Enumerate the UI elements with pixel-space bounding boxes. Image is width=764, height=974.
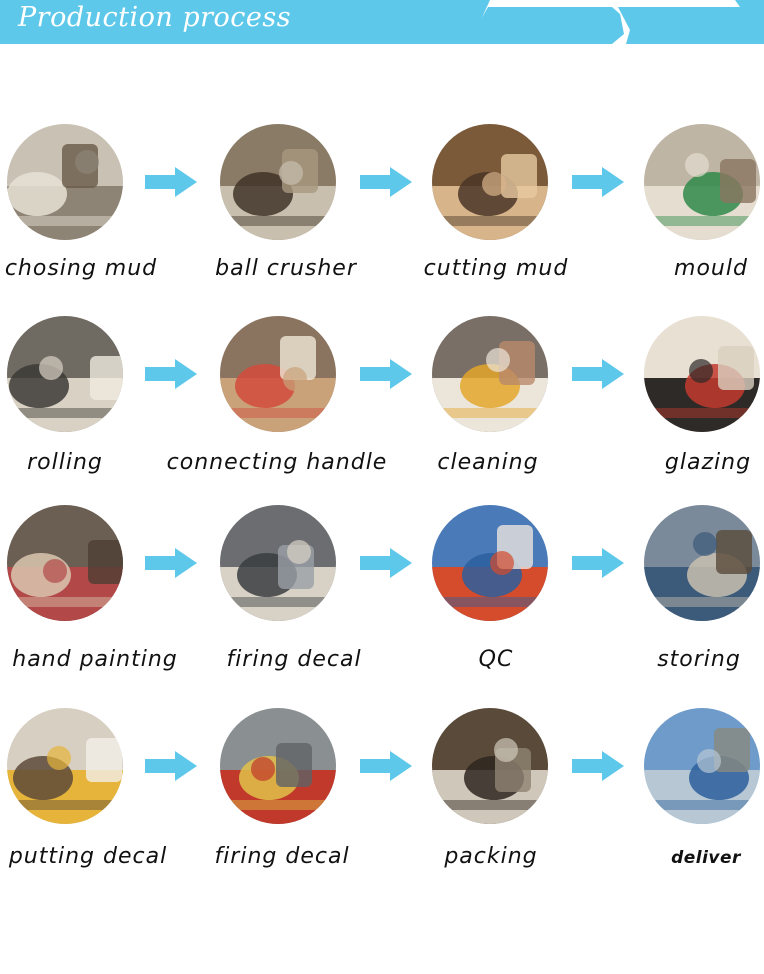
warehouse-photo xyxy=(644,505,760,621)
step-label: chosing mud xyxy=(5,256,157,281)
rolling-photo xyxy=(7,316,123,432)
glazing-photo xyxy=(644,316,760,432)
arrow-right-icon xyxy=(572,167,624,197)
quality-check-photo xyxy=(432,505,548,621)
arrow-right-icon xyxy=(360,751,412,781)
clay-cylinders-photo xyxy=(432,124,548,240)
step-label: ball crusher xyxy=(215,256,357,281)
arrow-right-icon xyxy=(360,548,412,578)
kiln-conveyor-photo xyxy=(220,708,336,824)
hand-painting-photo xyxy=(7,505,123,621)
step-label: cutting mud xyxy=(424,256,569,281)
packing-hall-photo xyxy=(432,708,548,824)
page-title: Production process xyxy=(18,2,291,33)
arrow-right-icon xyxy=(145,751,197,781)
step-label: rolling xyxy=(27,450,103,475)
handle-photo xyxy=(220,316,336,432)
step-label: firing decal xyxy=(226,647,361,672)
step-label: connecting handle xyxy=(167,450,388,475)
arrow-right-icon xyxy=(145,548,197,578)
mould-press-photo xyxy=(644,124,760,240)
trucks-photo xyxy=(644,708,760,824)
decal-mugs-photo xyxy=(7,708,123,824)
step-label: cleaning xyxy=(437,450,538,475)
step-label: storing xyxy=(657,647,741,672)
step-label: hand painting xyxy=(12,647,177,672)
step-label: mould xyxy=(674,256,748,281)
clay-yard-photo xyxy=(7,124,123,240)
arrow-right-icon xyxy=(572,751,624,781)
step-label: firing decal xyxy=(214,844,349,869)
step-label: QC xyxy=(479,647,514,672)
arrow-right-icon xyxy=(360,359,412,389)
sponge-cleaning-photo xyxy=(432,316,548,432)
arrow-right-icon xyxy=(145,167,197,197)
arrow-right-icon xyxy=(572,359,624,389)
step-label: packing xyxy=(444,844,537,869)
arrow-right-icon xyxy=(572,548,624,578)
step-label: putting decal xyxy=(9,844,167,869)
kiln-photo xyxy=(220,505,336,621)
step-label: glazing xyxy=(665,450,751,475)
header-banner: Production process xyxy=(0,0,764,44)
arrow-right-icon xyxy=(145,359,197,389)
arrow-right-icon xyxy=(360,167,412,197)
ball-crusher-photo xyxy=(220,124,336,240)
step-label: deliver xyxy=(671,848,741,868)
